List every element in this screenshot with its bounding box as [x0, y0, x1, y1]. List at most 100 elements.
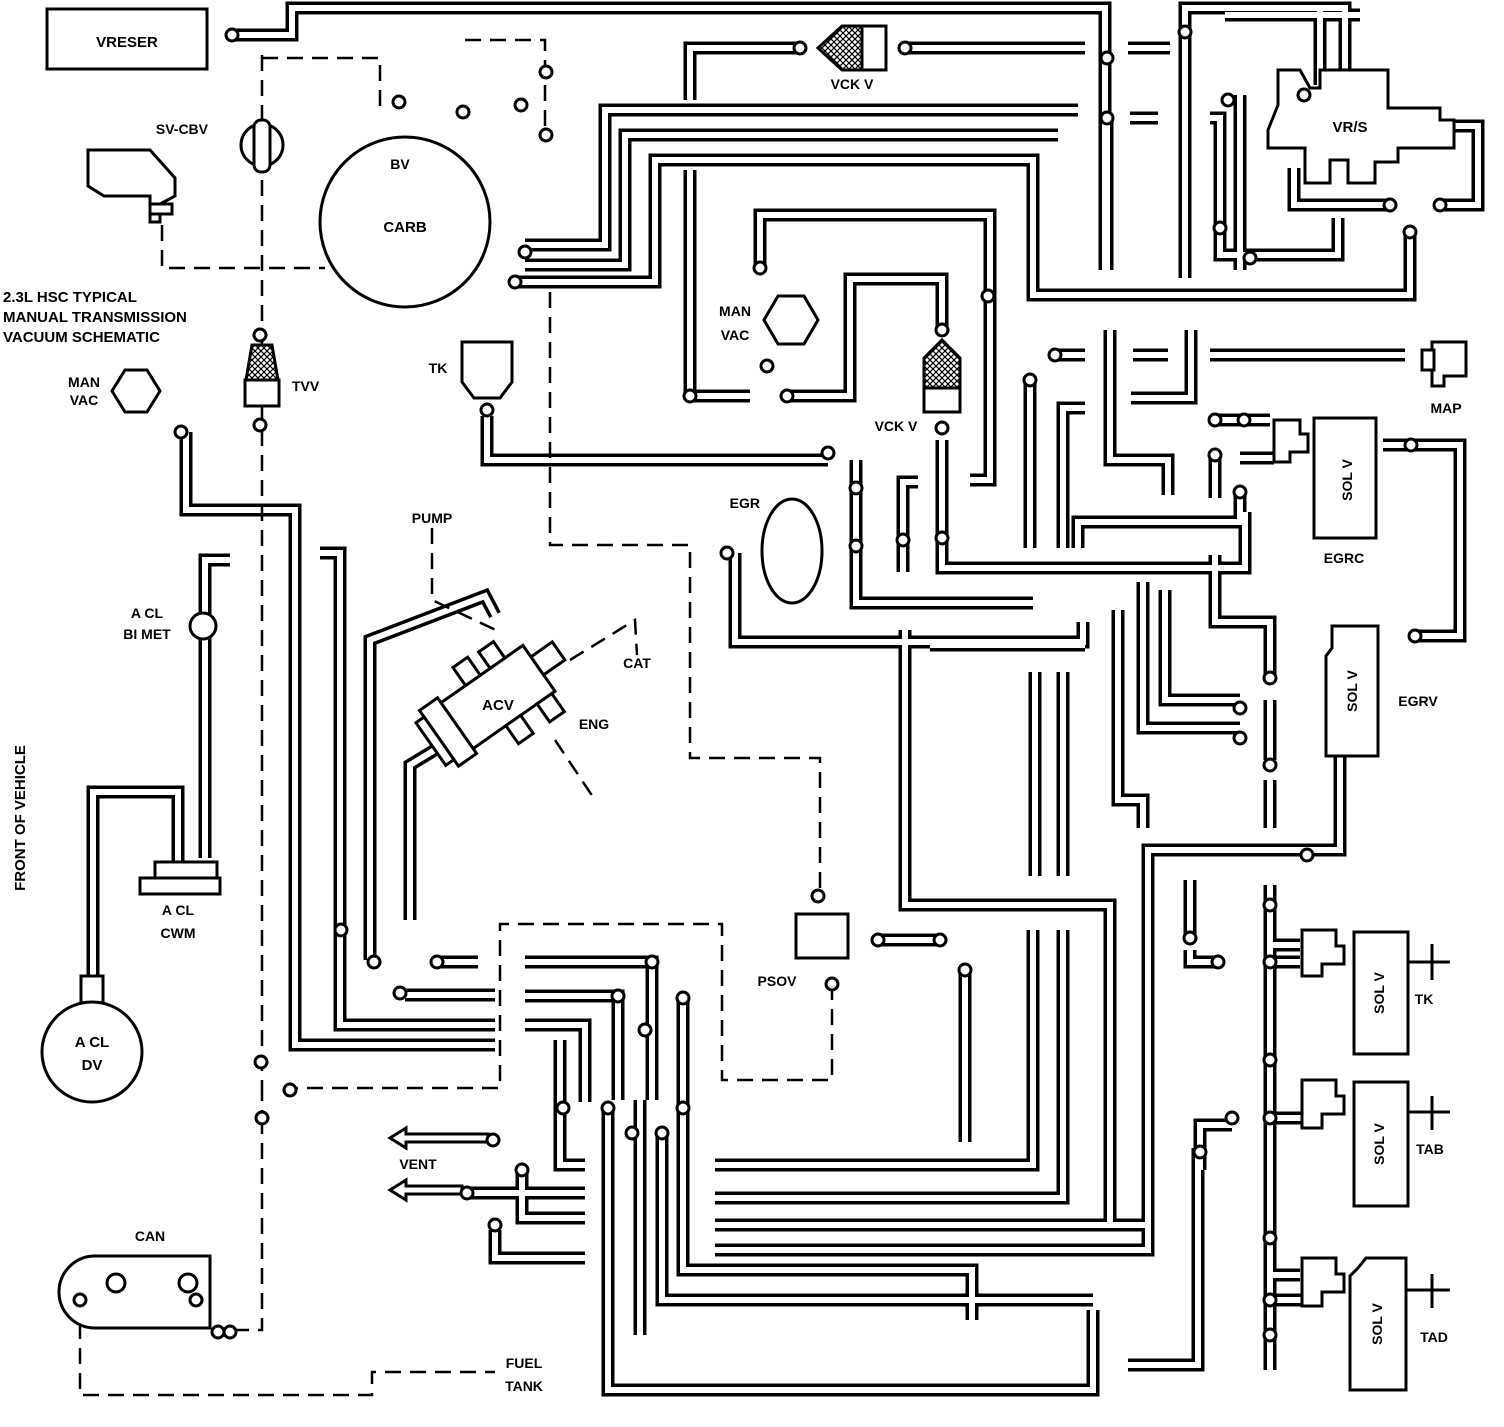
hose-port	[1232, 730, 1248, 746]
hose-outline	[363, 587, 501, 960]
hose-port	[1262, 757, 1278, 773]
hose-interior	[939, 440, 1248, 571]
hose-port	[1210, 954, 1226, 970]
hose-port	[932, 932, 948, 948]
hose-port	[188, 1292, 204, 1308]
svg-text:VCK V: VCK V	[831, 76, 874, 92]
hose-interior	[525, 107, 1078, 248]
hose-port	[934, 322, 950, 338]
tab-solenoid: SOL V TAB	[1300, 1078, 1450, 1208]
hose-port	[1232, 484, 1248, 500]
hose-port	[792, 40, 808, 56]
hose-port	[429, 954, 445, 970]
hose-port	[1207, 447, 1223, 463]
hose-interior	[853, 460, 1033, 606]
hose-port	[455, 104, 471, 120]
hose-port	[1262, 1052, 1278, 1068]
hose-interior	[900, 479, 918, 572]
hose-outline	[1131, 330, 1198, 405]
svg-text:MAN: MAN	[68, 374, 100, 390]
hose-port	[333, 922, 349, 938]
hose-port	[1262, 1292, 1278, 1308]
man-vac-left: MAN VAC	[68, 368, 162, 414]
hose-port	[487, 1217, 503, 1233]
hose-interior	[1383, 442, 1463, 639]
hose-interior	[1107, 330, 1171, 495]
svg-text:DV: DV	[82, 1057, 103, 1074]
hose-interior	[1115, 610, 1146, 828]
dashed-line	[465, 38, 547, 140]
svg-text:PSOV: PSOV	[758, 973, 798, 989]
hose-port	[870, 932, 886, 948]
svg-text:EGR: EGR	[730, 495, 760, 511]
svg-text:FUEL: FUEL	[506, 1355, 543, 1371]
hose-port	[895, 532, 911, 548]
hose-port	[514, 1162, 530, 1178]
hose-port	[1262, 1110, 1278, 1126]
hose-port	[1182, 930, 1198, 946]
hose-port	[1262, 1327, 1278, 1343]
a-cl-dv: A CL DV	[40, 974, 144, 1104]
hose-port	[810, 888, 826, 904]
hose-outline	[403, 742, 442, 920]
hose-port	[1224, 1110, 1240, 1126]
carb: CARB BV	[318, 135, 492, 309]
svg-text:CAT: CAT	[623, 655, 651, 671]
hose-port	[513, 97, 529, 113]
hose-port	[682, 388, 698, 404]
hose-port	[759, 358, 775, 374]
hose-outline	[787, 272, 949, 403]
svg-text:PUMP: PUMP	[412, 510, 452, 526]
svg-text:EGRV: EGRV	[1398, 693, 1438, 709]
hose-port	[252, 417, 268, 433]
svg-text:BI MET: BI MET	[123, 626, 171, 642]
hose-interior	[202, 557, 230, 858]
svg-text:SOL V: SOL V	[1371, 1122, 1387, 1164]
hose-interior	[1210, 115, 1223, 228]
hose-interior	[1128, 1148, 1201, 1368]
hose-port	[555, 1100, 571, 1116]
hose-port	[1432, 197, 1448, 213]
vck-v-top: VCK V	[815, 24, 888, 92]
hose-interior	[1060, 405, 1085, 548]
vreser-box: VRESER	[45, 7, 209, 71]
hose-port	[391, 94, 407, 110]
svg-text:VRESER: VRESER	[96, 34, 158, 51]
hose-interior	[1217, 218, 1341, 258]
hose-port	[1403, 437, 1419, 453]
svg-text:TAB: TAB	[1416, 1141, 1444, 1157]
hose-port	[392, 985, 408, 1001]
hose-interior	[515, 157, 1413, 298]
hose-port	[934, 420, 950, 436]
vacuum-hose-interiors	[90, 5, 1481, 1393]
hose-port	[173, 424, 189, 440]
svg-text:TAD: TAD	[1420, 1329, 1448, 1345]
hose-port	[1047, 347, 1063, 363]
hose-interior	[90, 789, 181, 980]
hose-interior	[519, 1170, 585, 1221]
svg-text:SOL V: SOL V	[1371, 971, 1387, 1013]
hose-interior	[732, 553, 1086, 645]
hose-port	[1407, 628, 1423, 644]
hose-outline	[198, 553, 230, 858]
hose-port	[848, 480, 864, 496]
hose-port	[1192, 1144, 1208, 1160]
hose-port	[1262, 954, 1278, 970]
svg-text:SOL V: SOL V	[1344, 669, 1360, 711]
hose-port	[222, 1324, 238, 1340]
svg-text:VAC: VAC	[721, 327, 750, 343]
hose-port	[752, 260, 768, 276]
hose-port	[538, 127, 554, 143]
hose-outline	[525, 989, 625, 1100]
svg-text:VACUUM SCHEMATIC: VACUUM SCHEMATIC	[3, 329, 160, 346]
dashed-line	[160, 225, 325, 270]
hose-port	[1262, 1230, 1278, 1246]
dashed-line	[569, 617, 639, 662]
hose-port	[366, 954, 382, 970]
hose-port	[897, 40, 913, 56]
hose-interior	[715, 756, 1343, 1253]
hose-port	[820, 445, 836, 461]
hose-port	[1382, 197, 1398, 213]
svg-text:EGRC: EGRC	[1324, 550, 1364, 566]
